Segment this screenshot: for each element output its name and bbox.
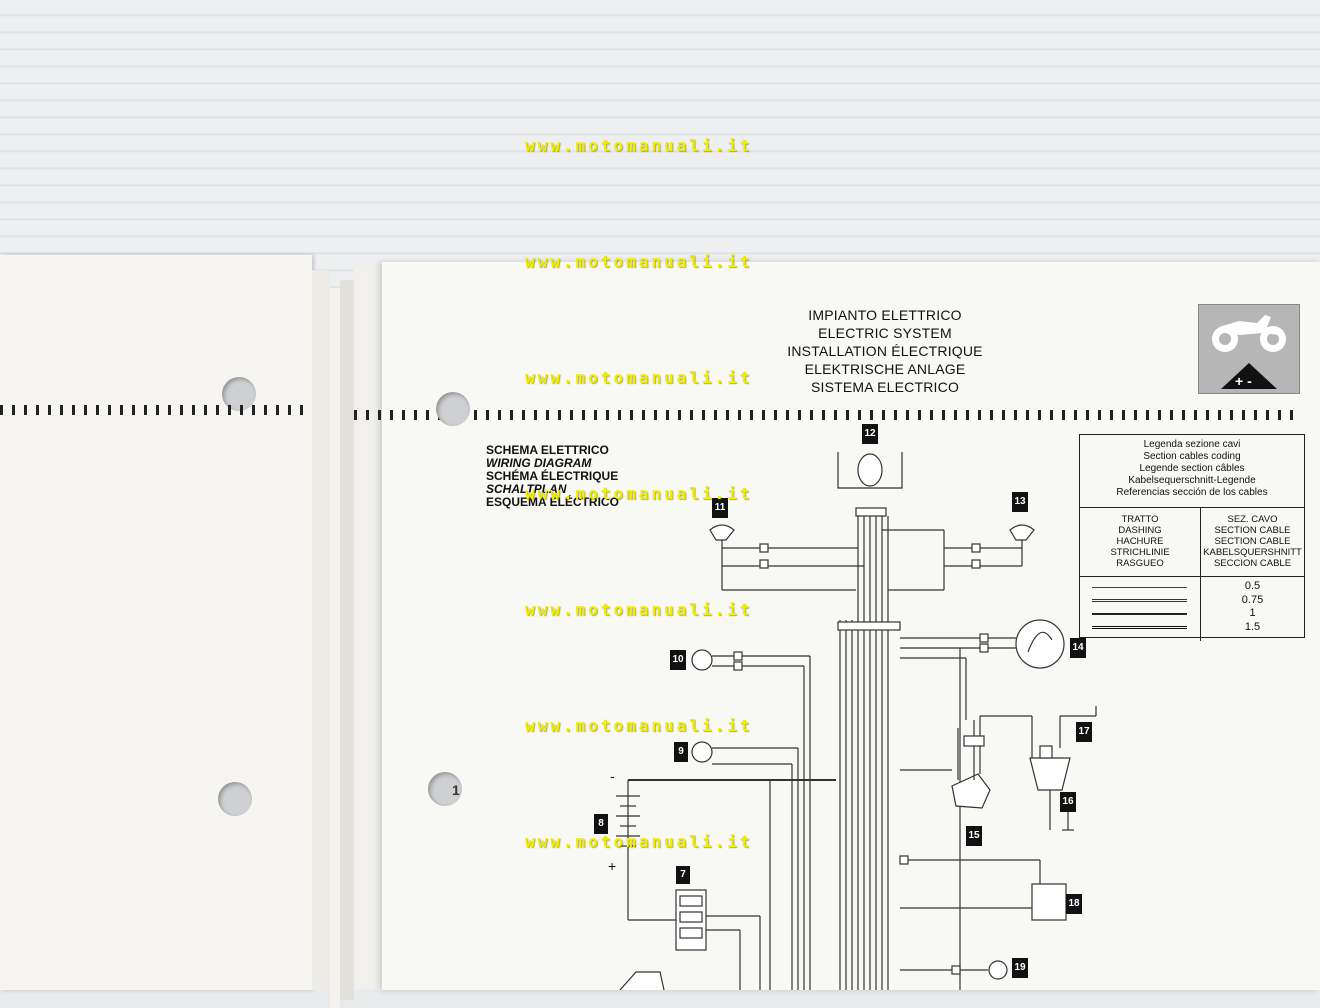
page-stack [312, 270, 330, 990]
title-line: IMPIANTO ELETTRICO [808, 307, 962, 323]
subtitle-line: SCHÉMA ÉLECTRIQUE [486, 469, 619, 483]
title-line: INSTALLATION ÉLECTRIQUE [787, 343, 983, 359]
legend-value: 1 [1249, 607, 1256, 619]
watermark: www.motomanuali.it [525, 136, 753, 155]
title-line: ELEKTRISCHE ANLAGE [804, 361, 966, 377]
left-page [0, 255, 312, 990]
legend-col-label: RASGUEO [1116, 558, 1164, 569]
component-label: 19 [1012, 958, 1028, 978]
component-label: 16 [1060, 792, 1076, 812]
legend-value: 1.5 [1244, 620, 1261, 633]
punch-hole [218, 782, 252, 816]
component-label: 13 [1012, 492, 1028, 512]
motorcycle-emblem: + - [1198, 304, 1300, 394]
page-title: IMPIANTO ELETTRICO ELECTRIC SYSTEM INSTA… [780, 306, 990, 396]
legend-col-label: SECTION CABLE [1214, 525, 1291, 536]
component-label: 18 [1066, 894, 1082, 914]
cable-legend-table: Legenda sezione cavi Section cables codi… [1079, 434, 1305, 641]
legend-header-line: Legende section câbles [1139, 463, 1245, 474]
legend-section-column: SEZ. CAVO SECTION CABLE SECTION CABLE KA… [1201, 508, 1304, 641]
watermark: www.motomanuali.it [525, 368, 753, 387]
perforation-line [354, 410, 1300, 420]
legend-dashing-column: TRATTO DASHING HACHURE STRICHLINIE RASGU… [1080, 508, 1201, 641]
watermark: www.motomanuali.it [525, 832, 753, 851]
page-stack [354, 268, 382, 988]
subtitle-line: WIRING DIAGRAM [486, 456, 592, 470]
legend-col-label: SEZ. CAVO [1227, 514, 1278, 525]
legend-header-line: Referencias sección de los cables [1116, 487, 1268, 498]
title-line: ELECTRIC SYSTEM [818, 325, 952, 341]
watermark: www.motomanuali.it [525, 484, 753, 503]
battery-plus: + [608, 858, 617, 874]
motorcycle-icon [1212, 315, 1286, 389]
legend-line-samples [1080, 577, 1200, 629]
legend-col-label: TRATTO [1121, 514, 1159, 525]
legend-col-label: KABELSQUERSHNITT [1203, 547, 1302, 558]
battery-minus: - [610, 768, 615, 784]
component-label: 8 [594, 814, 608, 834]
legend-header-line: Section cables coding [1143, 451, 1241, 462]
component-label: 10 [670, 650, 686, 670]
legend-col-label: SECCION CABLE [1213, 558, 1292, 569]
component-label: 14 [1070, 638, 1086, 658]
component-label: 17 [1076, 722, 1092, 742]
component-label: 15 [966, 826, 982, 846]
legend-col-label: STRICHLINIE [1110, 547, 1170, 558]
legend-col-label: DASHING [1118, 525, 1162, 536]
component-label: 9 [674, 742, 688, 762]
component-label: 12 [862, 424, 878, 444]
diagram-subtitle: SCHEMA ELETTRICO WIRING DIAGRAM SCHÉMA É… [486, 444, 619, 509]
component-label: 7 [676, 866, 690, 884]
perforation-line [0, 405, 312, 415]
page-mark: 1 [452, 782, 460, 798]
legend-header-line: Kabelsequerschnitt-Legende [1128, 475, 1256, 486]
punch-hole [428, 772, 462, 806]
watermark: www.motomanuali.it [525, 252, 753, 271]
legend-col-label: HACHURE [1116, 536, 1164, 547]
legend-value: 0.5 [1244, 580, 1261, 592]
subtitle-line: SCHALTPLAN [486, 482, 567, 496]
plus-minus-symbol: + - [1235, 373, 1252, 389]
legend-col-label: SECTION CABLE [1214, 536, 1291, 547]
component-label: 11 [712, 498, 728, 518]
page-stack [330, 288, 340, 1008]
watermark: www.motomanuali.it [525, 716, 753, 735]
watermark: www.motomanuali.it [525, 600, 753, 619]
punch-hole [436, 392, 470, 426]
legend-value: 0.75 [1241, 593, 1264, 606]
title-line: SISTEMA ELECTRICO [810, 379, 960, 395]
page-stack [340, 280, 354, 1000]
legend-header-line: Legenda sezione cavi [1143, 439, 1241, 450]
subtitle-line: SCHEMA ELETTRICO [486, 443, 609, 457]
subtitle-line: ESQUEMA ELÉCTRICO [486, 495, 619, 509]
legend-header: Legenda sezione cavi Section cables codi… [1080, 435, 1304, 508]
